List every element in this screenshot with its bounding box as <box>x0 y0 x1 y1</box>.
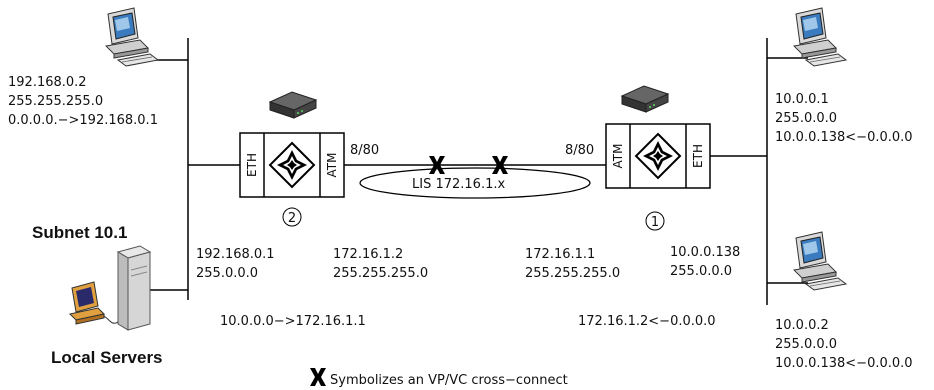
router1-eth-ip: 10.0.0.138 <box>670 245 740 260</box>
left-host-pc-icon <box>105 7 159 67</box>
right-top-host-pc-icon <box>793 7 847 67</box>
legend-text: Symbolizes an VP/VC cross−connect <box>330 373 568 388</box>
subnet-label: Subnet 10.1 <box>32 223 127 242</box>
router2-eth-mask: 255.0.0.0 <box>196 266 258 281</box>
right-bottom-host-ip: 10.0.0.2 <box>775 318 829 333</box>
router2-modem-icon <box>269 91 317 119</box>
router2-number-circle <box>282 207 302 227</box>
local-servers-icon <box>68 245 152 331</box>
left-host-route: 0.0.0.0.−>192.168.0.1 <box>8 113 158 128</box>
left-host-ip: 192.168.0.2 <box>8 75 87 90</box>
router1-eth-mask: 255.0.0.0 <box>670 264 732 279</box>
router1-atm-ip: 172.16.1.1 <box>525 247 595 262</box>
router2: ETH ATM <box>239 132 345 198</box>
router2-atm-ip: 172.16.1.2 <box>333 247 403 262</box>
left-host-mask: 255.255.255.0 <box>8 94 103 109</box>
router2-route: 10.0.0.0−>172.16.1.1 <box>220 314 366 329</box>
router2-atm-label: ATM <box>325 153 339 178</box>
right-top-host-mask: 255.0.0.0 <box>775 111 837 126</box>
right-bottom-host-route: 10.0.0.138<−0.0.0.0 <box>775 356 913 371</box>
right-bottom-host-pc-icon <box>793 231 847 291</box>
right-bottom-host-mask: 255.0.0.0 <box>775 337 837 352</box>
right-top-host-route: 10.0.0.138<−0.0.0.0 <box>775 130 913 145</box>
router2-eth-label: ETH <box>245 153 259 177</box>
router2-atm-mask: 255.255.255.0 <box>333 266 428 281</box>
router1-atm-label: ATM <box>611 144 625 169</box>
right-network-segment <box>710 38 808 305</box>
router1-number-circle <box>645 211 665 231</box>
router2-eth-ip: 192.168.0.1 <box>196 247 275 262</box>
router1: ATM ETH <box>605 123 711 189</box>
lis-ellipse <box>359 167 591 199</box>
router2-number: 2 <box>288 211 296 226</box>
router1-modem-icon <box>621 85 669 113</box>
right-top-host-ip: 10.0.0.1 <box>775 92 829 107</box>
router2-vpvc: 8/80 <box>350 143 379 158</box>
router1-number: 1 <box>651 215 659 230</box>
local-servers-label: Local Servers <box>51 348 163 367</box>
router1-eth-label: ETH <box>691 144 705 168</box>
legend-cross-connect-icon <box>310 368 326 386</box>
router1-route: 172.16.1.2<−0.0.0.0 <box>578 314 716 329</box>
router1-atm-mask: 255.255.255.0 <box>525 266 620 281</box>
lis-label: LIS 172.16.1.x <box>412 177 505 192</box>
router1-vpvc: 8/80 <box>565 143 594 158</box>
